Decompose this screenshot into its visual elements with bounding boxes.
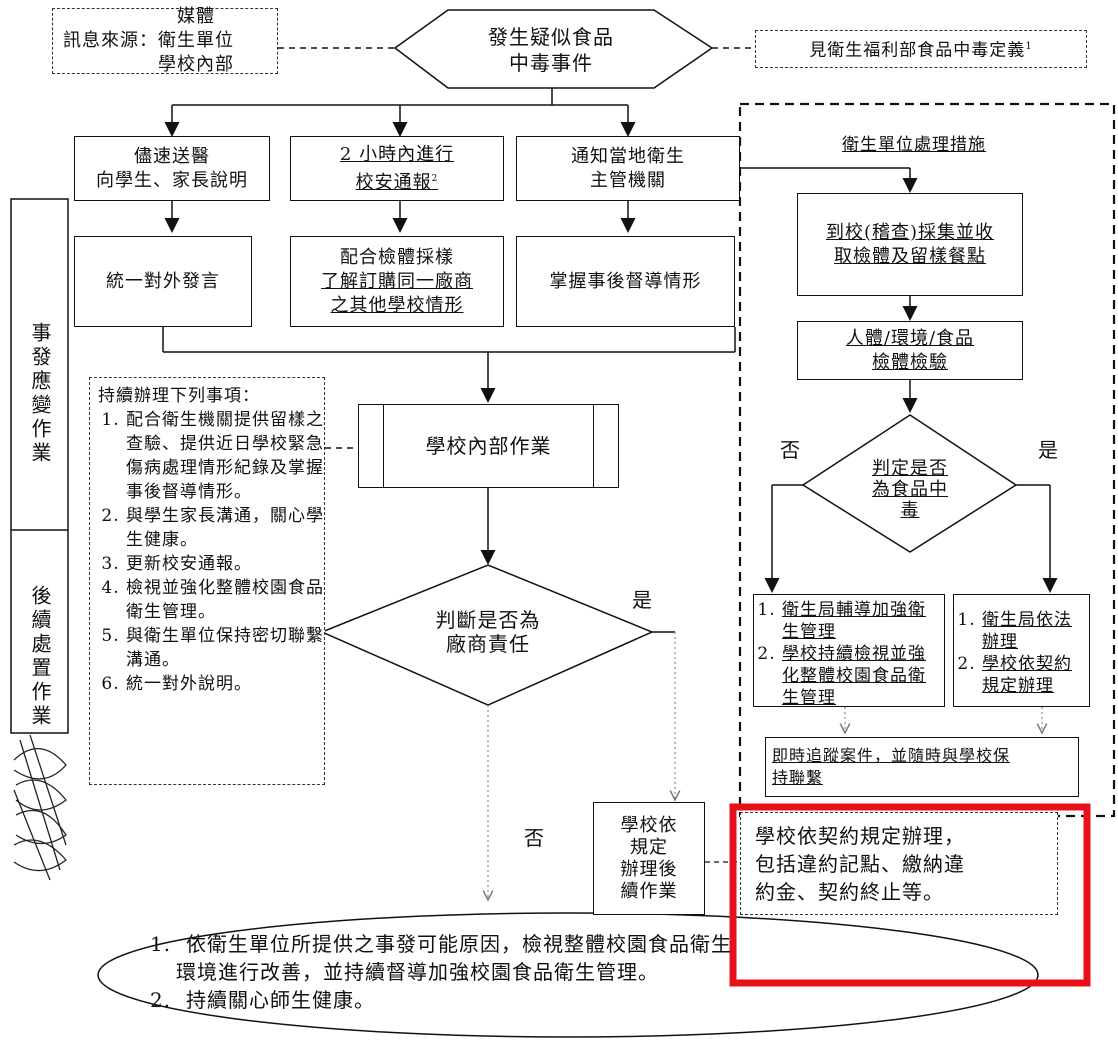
- unified-statement-box: 統一對外發言: [74, 236, 252, 327]
- side-label-frame: [10, 198, 69, 734]
- notify-health-authority-box: 通知當地衛生主管機關: [516, 136, 740, 201]
- send-to-hospital-box: 儘速送醫向學生、家長說明: [74, 136, 270, 201]
- health-panel-title: 衛生單位處理措施: [842, 135, 986, 155]
- stamp-mark: [13, 734, 67, 881]
- health-yes-label: 是: [1038, 438, 1059, 462]
- list-item: 衛生局依法辦理: [982, 609, 1085, 653]
- vendor-decision-label: 判斷是否為廠商責任: [435, 608, 541, 656]
- vendor-no-label: 否: [524, 826, 545, 850]
- info-source-list: 媒體 衛生單位 學校內部: [158, 5, 234, 77]
- info-source-label: 訊息來源：: [63, 30, 158, 51]
- start-event-label: 發生疑似食品 中毒事件: [488, 25, 614, 75]
- is-poisoning-actions-box: 衛生局依法辦理 學校依契約規定辦理: [953, 594, 1090, 707]
- list-item: 配合衛生機關提供留樣之查驗、提供近日學校緊急傷病處理情形紀錄及掌握事後督導情形。: [126, 408, 326, 504]
- final-ellipse: [97, 912, 1039, 1038]
- post-event-supervision-box: 掌握事後督導情形: [516, 236, 735, 327]
- info-source-item: 衛生單位: [158, 30, 234, 51]
- side-label-followup: 後續處置作業: [28, 585, 52, 729]
- health-no-label: 否: [780, 438, 801, 462]
- vendor-yes-label: 是: [632, 588, 653, 612]
- continuing-items-list: 配合衛生機關提供留樣之查驗、提供近日學校緊急傷病處理情形紀錄及掌握事後督導情形。…: [98, 408, 326, 696]
- sample-collection-box: 配合檢體採樣 了解訂購同一廠商 之其他學校情形: [290, 236, 504, 327]
- list-item: 檢視並強化整體校園食品衛生管理。: [126, 576, 326, 624]
- continuing-items-box: 持續辦理下列事項： 配合衛生機關提供留樣之查驗、提供近日學校緊急傷病處理情形紀錄…: [89, 377, 325, 785]
- final-actions: 1.依衛生單位所提供之事發可能原因，檢視整體校園食品衛生 環境進行改善，並持續督…: [150, 930, 732, 1014]
- not-poisoning-actions-box: 衛生局輔導加強衛生管理 學校持續檢視並強化整體校園食品衛生管理: [753, 594, 945, 709]
- specimen-testing-box: 人體/環境/食品 檢體檢驗: [797, 321, 1023, 380]
- case-tracking-box: 即時追蹤案件，並隨時與學校保 持聯繫: [765, 737, 1079, 797]
- list-item: 統一對外說明。: [126, 672, 326, 696]
- list-item: 學校持續檢視並強化整體校園食品衛生管理: [782, 643, 940, 709]
- list-item: 學校依契約規定辦理: [982, 653, 1085, 697]
- school-internal-operations-box: 學校內部作業: [358, 404, 619, 488]
- contract-note-box: 學校依契約規定辦理， 包括違約記點、繳納違 約金、契約終止等。: [740, 812, 1058, 915]
- health-panel-frame: [738, 102, 1116, 818]
- collect-samples-box: 到校(稽查)採集並收 取檢體及留樣餐點: [797, 193, 1023, 296]
- campus-safety-report-box: 2 小時內進行 校安通報2: [290, 136, 504, 201]
- definition-reference: 見衛生福利部食品中毒定義1: [809, 40, 1033, 61]
- info-source-item: 媒體: [177, 6, 215, 27]
- info-source-box: 訊息來源： 媒體 衛生單位 學校內部: [52, 5, 278, 77]
- definition-reference-box: 見衛生福利部食品中毒定義1: [755, 30, 1087, 68]
- list-item: 與衛生單位保持密切聯繫溝通。: [126, 624, 326, 672]
- school-followup-box: 學校依 規定 辦理後 續作業: [593, 802, 705, 915]
- final-item-1-cont: 環境進行改善，並持續督導加強校園食品衛生管理。: [176, 960, 659, 984]
- info-source-item: 學校內部: [158, 54, 234, 75]
- food-poisoning-decision-label: 判定是否 為食品中 毒: [872, 458, 948, 521]
- continuing-items-title: 持續辦理下列事項：: [98, 386, 260, 406]
- list-item: 更新校安通報。: [126, 552, 326, 576]
- side-label-response: 事發應變作業: [28, 322, 52, 466]
- highlight-frame: [729, 803, 1091, 987]
- final-item-2: 2.持續關心師生健康。: [150, 988, 375, 1012]
- list-item: 與學生家長溝通，關心學生健康。: [126, 504, 326, 552]
- list-item: 衛生局輔導加強衛生管理: [782, 599, 940, 643]
- final-item-1: 1.依衛生單位所提供之事發可能原因，檢視整體校園食品衛生: [150, 932, 732, 956]
